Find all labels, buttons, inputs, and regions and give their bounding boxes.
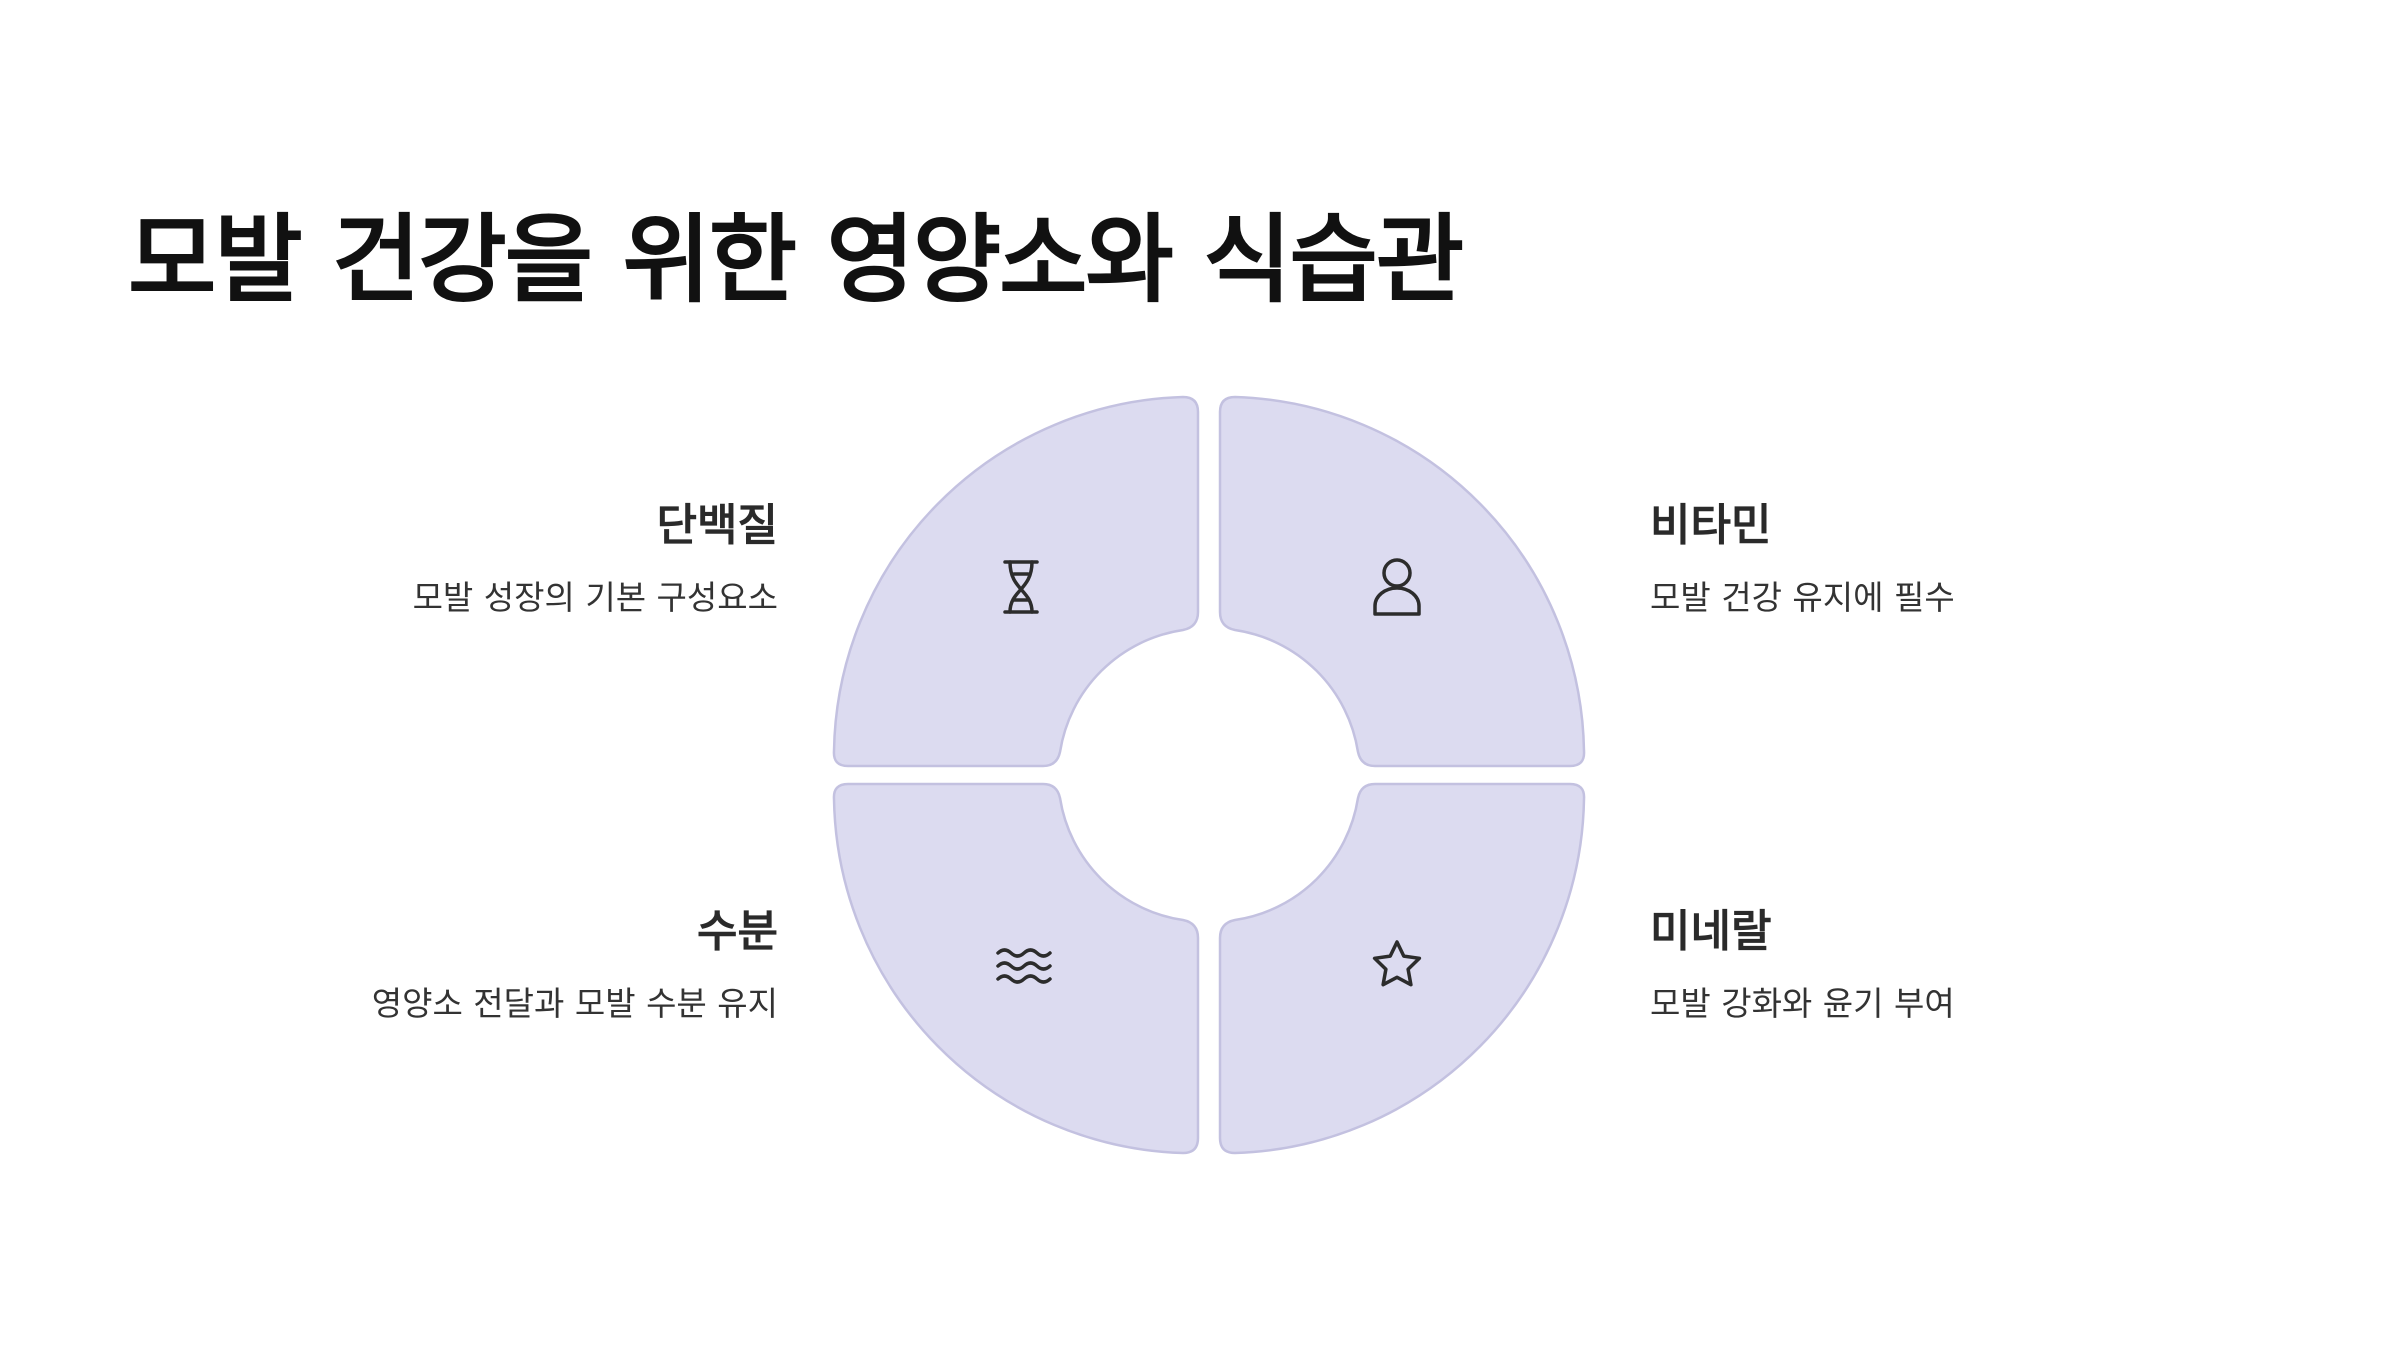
page-title: 모발 건강을 위한 영양소와 식습관 [128,204,1464,316]
label-protein: 단백질 모발 성장의 기본 구성요소 [178,498,778,620]
segment-vitamin-shape [1218,395,1586,768]
label-mineral-heading: 미네랄 [1650,906,1772,957]
person-icon [1373,558,1421,616]
label-vitamin-description: 모발 건강 유지에 필수 [1650,578,1955,617]
label-vitamin: 비타민 모발 건강 유지에 필수 [1650,498,2250,620]
label-water-heading: 수분 [697,906,778,957]
label-protein-description: 모발 성장의 기본 구성요소 [412,578,778,617]
dna-icon [1003,560,1039,614]
label-water-description: 영양소 전달과 모발 수분 유지 [371,984,778,1023]
label-vitamin-heading: 비타민 [1650,500,1772,551]
waves-icon [996,948,1052,984]
label-water: 수분 영양소 전달과 모발 수분 유지 [178,904,778,1026]
segment-mineral [1218,782,1586,1155]
segment-mineral-shape [1218,782,1586,1155]
label-protein-heading: 단백질 [656,500,778,551]
label-mineral-description: 모발 강화와 윤기 부여 [1650,984,1955,1023]
segment-vitamin [1218,395,1586,768]
label-mineral: 미네랄 모발 강화와 윤기 부여 [1650,904,2250,1026]
star-icon [1372,940,1422,987]
